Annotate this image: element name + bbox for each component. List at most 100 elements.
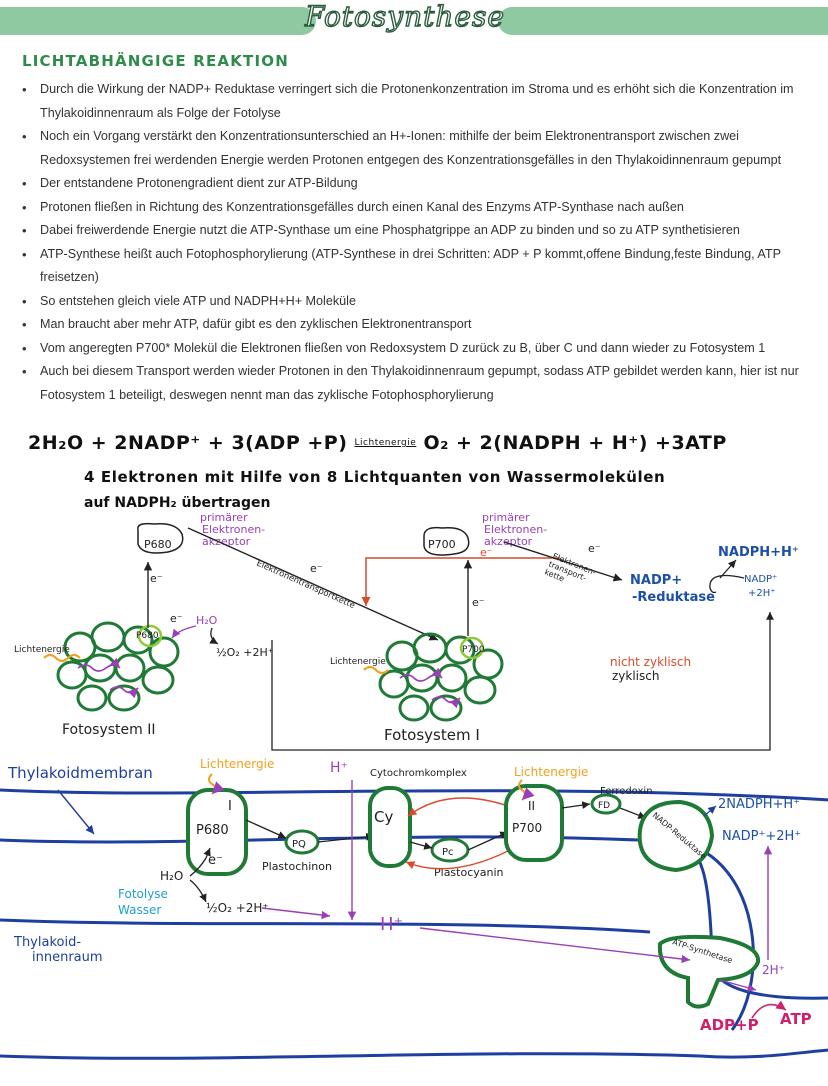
roman-2-label: II — [528, 799, 535, 813]
arrow-pq-cyt — [317, 832, 375, 843]
etc-to-reductase-arrow — [503, 541, 623, 582]
photolysis-label-2: Wasser — [118, 903, 161, 917]
electron-label-red: e⁻ — [480, 546, 493, 559]
cyclic-arrow-top — [407, 797, 509, 817]
pc-label: Pc — [442, 847, 454, 858]
water-arrow — [171, 625, 197, 639]
arrow-ps1-fd — [561, 801, 591, 809]
equation-left: 2H₂O + 2NADP⁺ + 3(ADP +P) — [28, 432, 348, 454]
photolysis-label-1: Fotolyse — [118, 887, 168, 901]
h-plus-lumen-label: H⁺ — [380, 914, 403, 935]
summary-equation: 2H₂O + 2NADP⁺ + 3(ADP +P) Lichtenergie O… — [28, 432, 727, 454]
cyclic-return-arrow — [361, 557, 560, 606]
nadph-lower-label: 2NADPH+H⁺ — [718, 797, 800, 812]
photosystem-1-complex — [504, 784, 564, 862]
p680-star-shape — [137, 522, 184, 554]
arrow-to-nadph — [703, 805, 717, 817]
equation-right: O₂ + 2(NADPH + H⁺) +3ATP — [423, 432, 727, 454]
bullet-item: Auch bei diesem Transport werden wieder … — [22, 360, 812, 407]
photolysis-oxygen-arrow — [189, 879, 207, 903]
membrane-pointer — [57, 789, 95, 835]
reductase-label-1: NADP+ — [630, 573, 682, 588]
light-wave — [208, 773, 225, 795]
light-wave — [518, 779, 535, 801]
atp-synthase-complex — [657, 934, 761, 1009]
lumen-label-2: innenraum — [32, 950, 103, 965]
nadph-label: NADPH+H⁺ — [718, 545, 799, 560]
arrow-ps2-pq — [245, 819, 287, 839]
lumen-label-1: Thylakoid- — [13, 935, 81, 950]
pq-label: PQ — [292, 839, 306, 850]
plastocyanin-label: Plastocyanin — [434, 866, 504, 879]
equation-note-2: auf NADPH₂ übertragen — [84, 495, 271, 511]
photosystem-1-label: Fotosystem I — [384, 726, 480, 744]
light-wave — [43, 653, 81, 663]
bullet-item: Der entstandene Protonengradient dient z… — [22, 172, 812, 196]
arrow-pc-ps1 — [467, 831, 509, 851]
h-plus-label: H⁺ — [330, 760, 348, 776]
p680-label: P680 — [136, 631, 159, 641]
light-energy-label-ps1: Lichtenergie — [330, 657, 386, 667]
photosystem-1-cluster — [378, 632, 504, 722]
cyclic-label: zyklisch — [612, 669, 659, 683]
bullet-item: Dabei freiwerdende Energie nutzt die ATP… — [22, 219, 812, 243]
atp-label: ATP — [780, 1010, 812, 1028]
header-bar-left — [0, 7, 316, 35]
reductase-label-2: -Reduktase — [632, 590, 715, 605]
nadp-reductase-complex — [637, 799, 715, 873]
o2-lower-label: ½O₂ +2H⁺ — [206, 901, 269, 915]
p680-star-label: P680 — [144, 538, 172, 551]
ferredoxin-label: Ferredoxin — [600, 786, 653, 797]
nadp-lower-label: NADP⁺+2H⁺ — [722, 829, 801, 844]
membrane-label: Thylakoidmembran — [7, 764, 153, 782]
bullet-item: Noch ein Vorgang verstärkt den Konzentra… — [22, 125, 812, 172]
h2o-lower-label: H₂O — [160, 869, 183, 883]
bullet-list: Durch die Wirkung der NADP+ Reduktase ve… — [22, 78, 812, 407]
bullet-item: ATP-Synthese heißt auch Fotophosphorylie… — [22, 243, 812, 290]
cy-label: Cy — [374, 808, 393, 826]
section-heading: LICHTABHÄNGIGE REAKTION — [22, 52, 289, 70]
nadp-label-1: NADP⁺ — [744, 574, 777, 585]
primary-acceptor-2: Elektronen- — [484, 523, 547, 536]
e-lower-label: e⁻ — [208, 853, 223, 868]
non-cyclic-path-arrow — [271, 612, 774, 751]
photosystem-2-label: Fotosystem II — [62, 722, 156, 738]
p700-lower-label: P700 — [512, 821, 542, 835]
electron-label: e⁻ — [588, 542, 601, 555]
etc-arrow — [187, 527, 439, 641]
adp-label: ADP+P — [700, 1016, 759, 1034]
cytochrome-label: Cytochromkomplex — [370, 768, 467, 779]
arrow-cyt-pc — [409, 841, 433, 850]
primary-acceptor-3: akzeptor — [484, 535, 533, 548]
photosystem-2-cluster — [56, 621, 180, 712]
p700-star-shape — [423, 526, 470, 556]
proton-gradient-arrow — [419, 927, 691, 964]
ferredoxin-shape — [590, 793, 622, 815]
electron-label: e⁻ — [170, 612, 183, 625]
page-title: Fotosynthese — [304, 0, 505, 34]
light-energy-lower-2: Lichtenergie — [514, 765, 588, 779]
water-products-label: ½O₂ +2H⁺ — [216, 646, 274, 659]
nadph-arrow — [719, 559, 737, 579]
p700-star-label: P700 — [428, 538, 456, 551]
adp-to-atp-arrow — [751, 1000, 787, 1019]
primary-acceptor-3: akzeptor — [202, 535, 251, 548]
p700-label: P700 — [462, 645, 485, 655]
photolysis-electron-arrow — [189, 847, 211, 877]
not-cyclic-label: nicht zyklisch — [610, 655, 691, 669]
water-label: H₂O — [196, 614, 218, 627]
bullet-item: So entstehen gleich viele ATP und NADPH+… — [22, 290, 812, 314]
cytochrome-complex — [368, 786, 412, 868]
light-energy-lower-1: Lichtenergie — [200, 757, 274, 771]
bullet-item: Vom angeregten P700* Molekül die Elektro… — [22, 337, 812, 361]
equation-arrow-label: Lichtenergie — [354, 438, 417, 448]
two-h-label: 2H⁺ — [762, 963, 785, 977]
electron-label: e⁻ — [472, 596, 485, 609]
membrane-outer-top — [0, 788, 828, 802]
arrow-fd-reductase — [619, 807, 647, 819]
primary-acceptor-1: primärer — [482, 511, 530, 524]
photolysis-proton-arrow — [261, 907, 331, 920]
bullet-item: Durch die Wirkung der NADP+ Reduktase ve… — [22, 78, 812, 125]
p680-lower-label: P680 — [196, 823, 229, 838]
